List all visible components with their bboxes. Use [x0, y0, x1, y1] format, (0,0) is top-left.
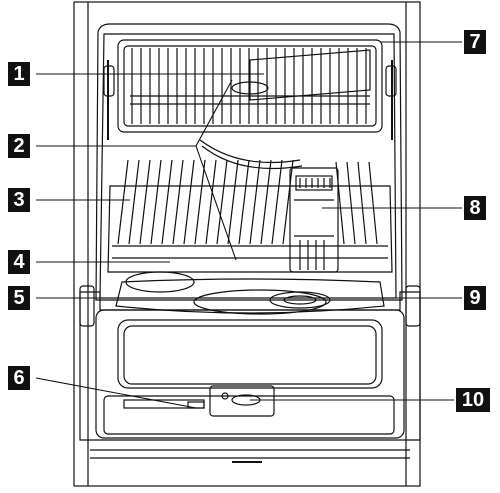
filter-assembly — [269, 291, 331, 309]
callout-1: 1 — [8, 62, 30, 86]
salt-container-cap — [125, 271, 195, 293]
lower-basket — [107, 159, 393, 273]
callout-7: 7 — [464, 30, 486, 54]
callout-label: 5 — [13, 287, 25, 309]
callout-label: 6 — [13, 367, 25, 389]
callout-label: 8 — [469, 197, 481, 219]
callout-8: 8 — [464, 196, 486, 220]
lower-spray-arm — [193, 289, 327, 315]
callout-3: 3 — [8, 188, 30, 212]
cabinet-outline — [73, 1, 421, 487]
callout-label: 1 — [13, 63, 25, 85]
tub-floor — [115, 271, 385, 315]
tub-opening — [95, 23, 403, 301]
callout-label: 2 — [13, 135, 25, 157]
callout-5: 5 — [8, 286, 30, 310]
callout-label: 4 — [13, 251, 25, 273]
callout-label: 3 — [13, 189, 25, 211]
cutlery-basket — [289, 167, 339, 273]
callout-label: 10 — [461, 389, 485, 411]
callout-9: 9 — [464, 286, 486, 310]
callout-label: 7 — [469, 31, 481, 53]
callout-label: 9 — [469, 287, 481, 309]
callout-2: 2 — [8, 134, 30, 158]
open-door — [79, 291, 421, 463]
callout-6: 6 — [8, 366, 30, 390]
callout-10: 10 — [456, 388, 490, 412]
upper-basket — [117, 39, 383, 133]
callout-4: 4 — [8, 250, 30, 274]
